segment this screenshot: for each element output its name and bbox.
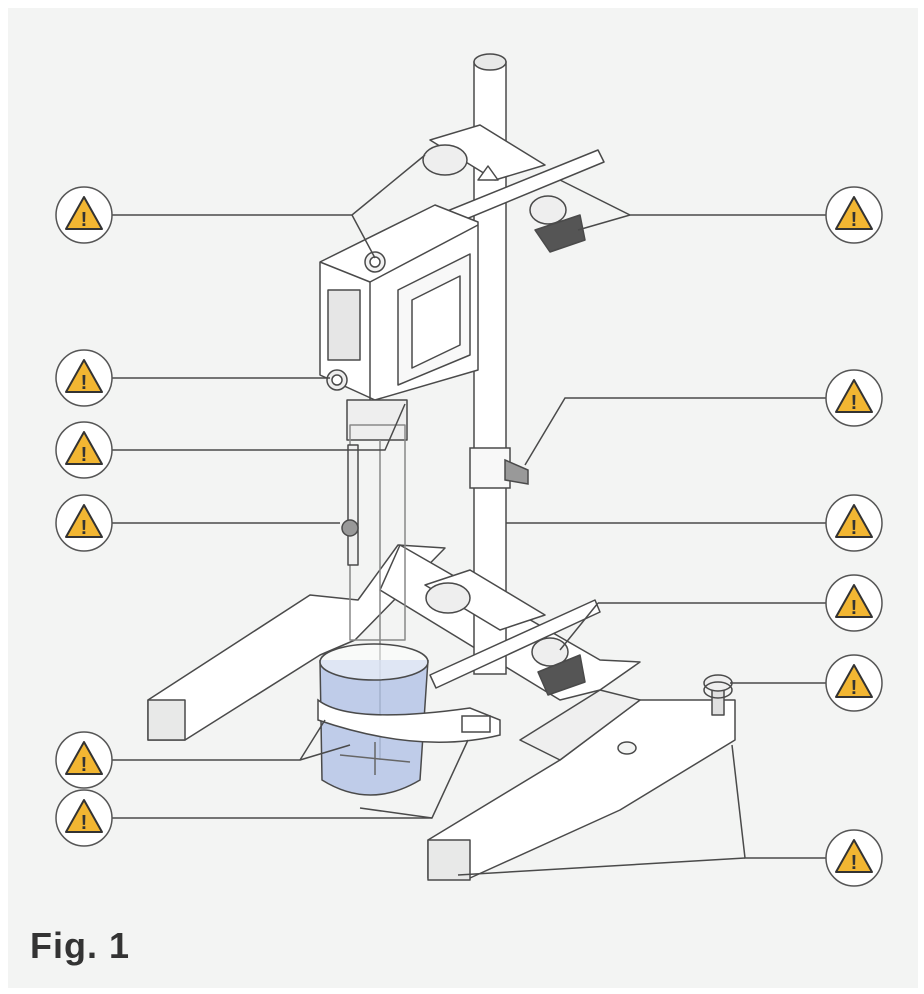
figure-caption: Fig. 1: [30, 925, 131, 966]
warning-triangle-icon: !: [55, 789, 113, 847]
leader-lines: [112, 154, 826, 876]
warning-triangle-icon: !: [825, 654, 883, 712]
lower-clamp: [424, 569, 601, 696]
warning-triangle-icon: !: [55, 186, 113, 244]
warning-symbol: !: [81, 754, 88, 776]
overhead-stirrer-drive: [319, 204, 479, 760]
warning-symbol: !: [851, 209, 858, 231]
warning-symbol: !: [81, 372, 88, 394]
warning-triangle-icon: !: [825, 186, 883, 244]
warning-triangle-icon: !: [55, 731, 113, 789]
warning-symbol: !: [81, 517, 88, 539]
beaker: [317, 643, 501, 796]
warning-symbol: !: [851, 677, 858, 699]
warning-triangle-icon: !: [825, 574, 883, 632]
warning-symbol: !: [851, 392, 858, 414]
warning-triangle-icon: !: [55, 349, 113, 407]
warning-triangle-icon: !: [825, 829, 883, 887]
warning-symbol: !: [851, 852, 858, 874]
warning-markers: ! ! ! ! ! ! ! ! ! ! ! !: [55, 186, 883, 887]
warning-symbol: !: [81, 209, 88, 231]
warning-triangle-icon: !: [55, 494, 113, 552]
warning-symbol: !: [81, 812, 88, 834]
warning-symbol: !: [851, 597, 858, 619]
warning-triangle-icon: !: [825, 494, 883, 552]
warning-triangle-icon: !: [825, 369, 883, 427]
warning-symbol: !: [81, 444, 88, 466]
warning-triangle-icon: !: [55, 421, 113, 479]
warning-symbol: !: [851, 517, 858, 539]
